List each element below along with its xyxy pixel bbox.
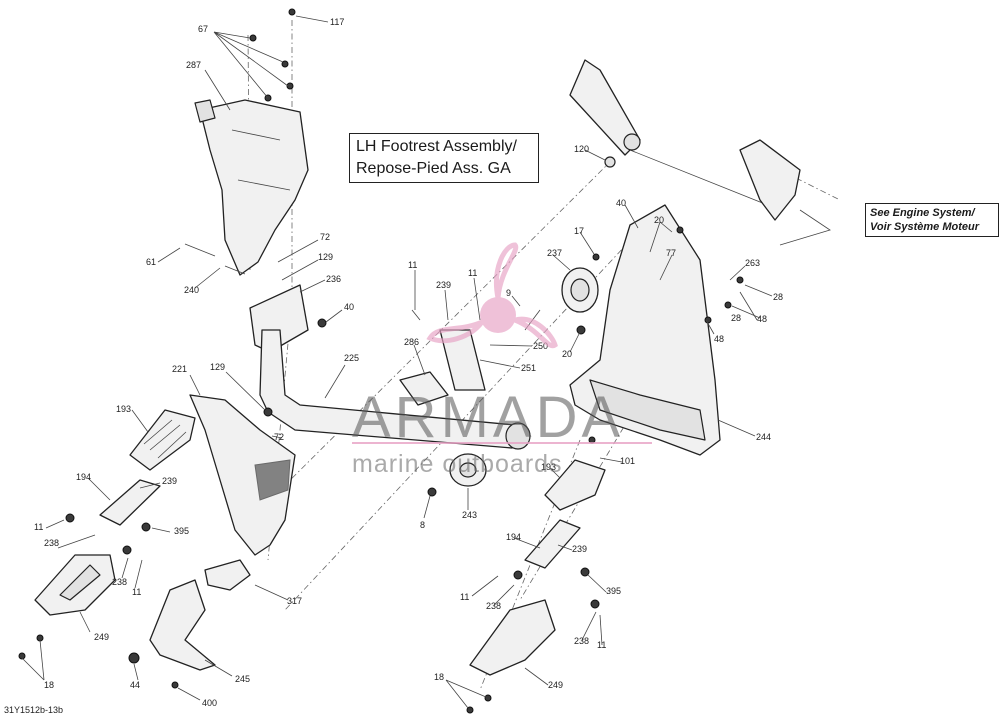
callout-11-center-b: 11	[468, 268, 477, 278]
callout-11-right-b: 11	[597, 640, 606, 650]
callout-239-right: 239	[572, 544, 587, 554]
shift-linkage	[569, 59, 801, 221]
callout-40-right: 40	[616, 198, 626, 208]
reference-line2: Voir Système Moteur	[870, 221, 980, 233]
callout-117: 117	[330, 17, 344, 27]
footpeg-249-right	[469, 599, 556, 676]
callout-395-left: 395	[174, 526, 189, 536]
callout-11-right-a: 11	[460, 592, 469, 602]
callout-72-b: 72	[274, 432, 284, 442]
callout-28-a: 28	[773, 292, 783, 302]
callout-194-right: 194	[506, 532, 521, 542]
callout-20-a: 20	[654, 215, 664, 225]
watermark-brand: ARMADA	[352, 385, 625, 450]
callout-249-right: 249	[548, 680, 563, 690]
callout-193-right: 193	[541, 462, 556, 472]
assembly-title-line2: Repose-Pied Ass. GA	[356, 160, 511, 177]
watermark-tagline: marine outboards	[352, 450, 563, 478]
callout-40: 40	[344, 302, 354, 312]
shield-317	[204, 559, 251, 591]
callout-243: 243	[462, 510, 477, 520]
plate-286	[399, 371, 449, 406]
plate-194-right	[524, 519, 581, 569]
bracket-245	[149, 579, 216, 671]
callout-400: 400	[202, 698, 217, 708]
callout-263: 263	[745, 258, 760, 268]
callout-239-center: 239	[436, 280, 451, 290]
callout-17: 17	[574, 226, 584, 236]
callout-250: 250	[533, 341, 548, 351]
callout-238-left-a: 238	[44, 538, 59, 548]
hardware	[18, 8, 744, 714]
callout-11-center-a: 11	[408, 260, 417, 270]
callout-221: 221	[172, 364, 187, 374]
callout-72: 72	[320, 232, 330, 242]
plate-194-left	[99, 479, 161, 526]
callout-44: 44	[130, 680, 140, 690]
callout-238-right-b: 238	[574, 636, 589, 646]
callout-240: 240	[184, 285, 199, 295]
callout-120: 120	[574, 144, 589, 154]
callout-18-right: 18	[434, 672, 444, 682]
callout-238-left-b: 238	[112, 577, 127, 587]
assembly-title-line1: LH Footrest Assembly/	[356, 138, 517, 155]
callout-225: 225	[344, 353, 359, 363]
callout-286: 286	[404, 337, 419, 347]
callout-leaders	[21, 15, 831, 709]
callout-194-left: 194	[76, 472, 91, 482]
callout-67: 67	[198, 24, 208, 34]
callout-11-left-b: 11	[132, 587, 141, 597]
callout-129-b: 129	[210, 362, 225, 372]
alignment-lines	[247, 20, 841, 691]
callout-244: 244	[756, 432, 771, 442]
callout-18-left: 18	[44, 680, 54, 690]
watermark-divider	[352, 442, 652, 444]
callout-239-left: 239	[162, 476, 177, 486]
callout-8: 8	[420, 520, 425, 530]
callout-48-a: 48	[757, 314, 767, 324]
callout-395-right: 395	[606, 586, 621, 596]
callout-9: 9	[506, 288, 511, 298]
callout-249-left: 249	[94, 632, 109, 642]
callout-129: 129	[318, 252, 333, 262]
callout-11-left-a: 11	[34, 522, 43, 532]
callout-193-left: 193	[116, 404, 131, 414]
callout-20-b: 20	[562, 349, 572, 359]
callout-237: 237	[547, 248, 562, 258]
callout-61: 61	[146, 257, 156, 267]
footpeg-pad-193-right	[544, 459, 606, 511]
document-number: 31Y1512b-13b	[4, 705, 64, 715]
callout-236: 236	[326, 274, 341, 284]
cover-221	[189, 394, 296, 556]
callout-101: 101	[620, 456, 635, 466]
callout-287: 287	[186, 60, 201, 70]
callout-251: 251	[521, 363, 536, 373]
callout-28-b: 28	[731, 313, 741, 323]
heat-shield-287	[199, 99, 309, 276]
callout-238-right-a: 238	[486, 601, 501, 611]
watermark-logo	[426, 242, 558, 349]
assembly-title-box: LH Footrest Assembly/ Repose-Pied Ass. G…	[349, 133, 539, 183]
engine-system-reference-box: See Engine System/ Voir Système Moteur	[865, 203, 999, 237]
callout-48-b: 48	[714, 334, 724, 344]
reference-line1: See Engine System/	[870, 207, 975, 219]
callout-317: 317	[287, 596, 302, 606]
callout-245: 245	[235, 674, 250, 684]
callout-77: 77	[666, 248, 676, 258]
callout-numbers: 117 67 287 72 129 236 40 61 240 225 221 …	[34, 17, 783, 708]
